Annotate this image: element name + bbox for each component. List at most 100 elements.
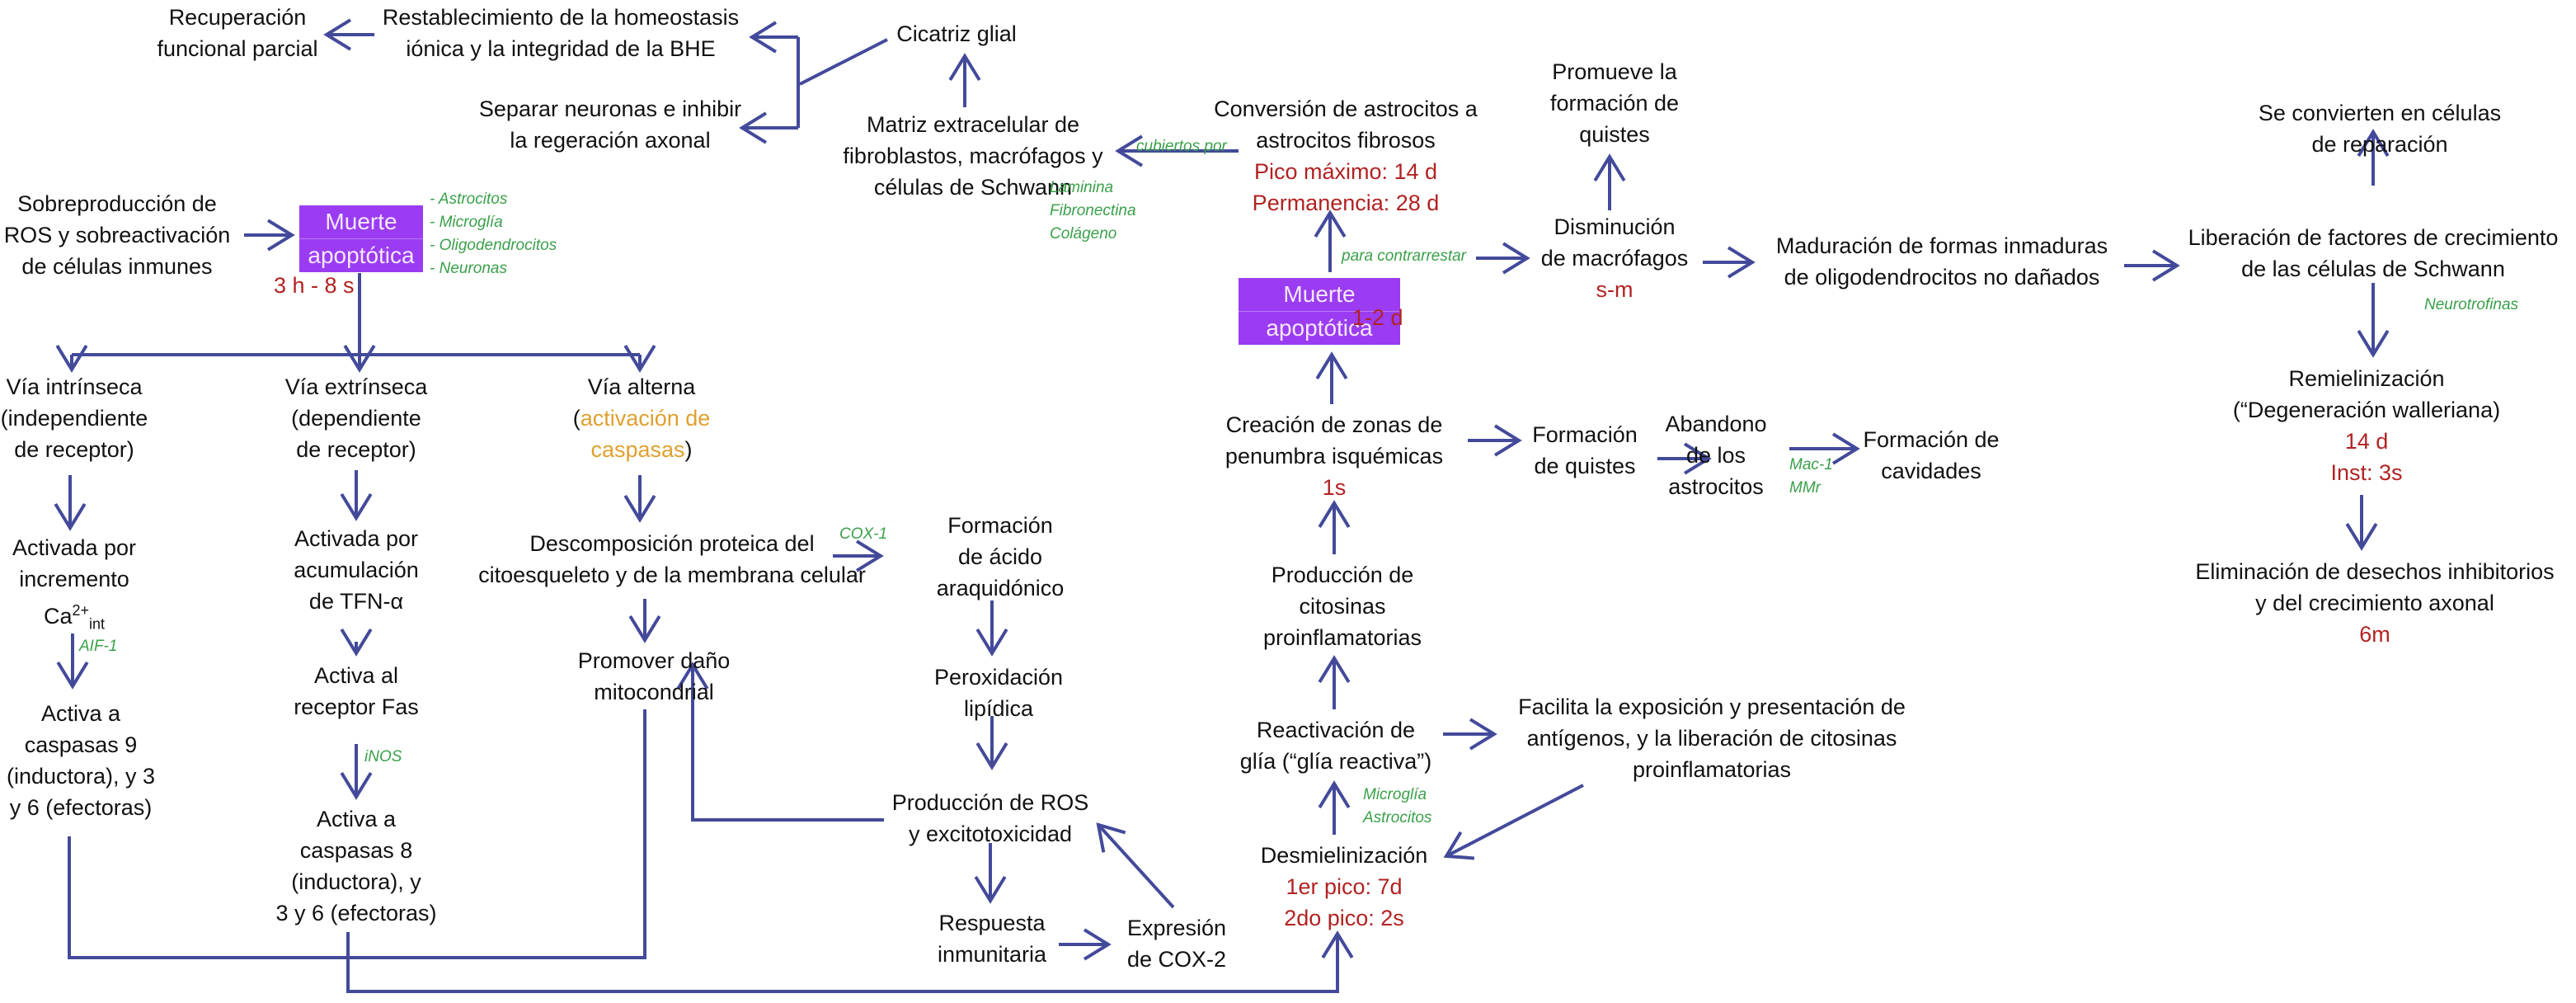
text-line: Fibronectina <box>1050 202 1136 219</box>
text-line: de ácido <box>957 544 1043 569</box>
text-line: y 6 (efectoras) <box>9 795 153 820</box>
text-line: astrocitos fibrosos <box>1256 128 1436 153</box>
text-line: formación de <box>1549 91 1680 115</box>
node-separar-neuronas: Separar neuronas e inhibir la regeración… <box>479 93 741 156</box>
time-label: 2do pico: 2s <box>1284 906 1404 930</box>
text-line: ROS y sobreactivación <box>3 223 231 247</box>
text-line: de las células de Schwann <box>2241 257 2505 281</box>
node-facilita-exposicion: Facilita la exposición y presentación de… <box>1518 691 1906 785</box>
text-line: Reactivación de <box>1256 718 1416 742</box>
node-restablecimiento-homeostasis: Restablecimiento de la homeostasis iónic… <box>383 2 739 64</box>
node-eliminacion-desechos: Eliminación de desechos inhibitorios y d… <box>2195 556 2554 650</box>
neurotrofinas-label: Neurotrofinas <box>2424 296 2519 313</box>
node-maduracion-oligodendrocitos: Maduración de formas inmaduras de oligod… <box>1776 230 2108 293</box>
muerte-2-time: 1-2 d <box>1352 305 1403 330</box>
para-contrarrestar-label: para contrarrestar <box>1342 247 1467 265</box>
cubiertos-por-label: cubiertos por <box>1136 138 1227 155</box>
muerte-1-cell-list: - Astrocitos - Microglía - Oligodendroci… <box>430 188 557 280</box>
arrow-ros-to-promover-dano-head <box>676 662 709 690</box>
text-line: de los <box>1685 443 1746 468</box>
node-via-alterna: Vía alterna (activación de caspasas) <box>573 371 711 465</box>
text-line: Promueve la <box>1552 59 1677 84</box>
aif-1-label: AIF-1 <box>79 638 118 655</box>
time-label: 14 d <box>2344 429 2389 454</box>
time-label: Permanencia: 28 d <box>1252 191 1440 215</box>
time-label: Pico máximo: 14 d <box>1253 159 1438 184</box>
node-liberacion-factores: Liberación de factores de crecimiento de… <box>2188 222 2559 285</box>
text-line: acumulación <box>294 558 419 582</box>
text-line: de receptor) <box>14 437 134 462</box>
highlight-text: caspasas <box>590 437 685 462</box>
paren: ( <box>572 406 581 431</box>
text-line: Desmielinización <box>1260 843 1428 868</box>
text-line: Cicatriz glial <box>896 21 1017 46</box>
arrow-to-eliminacion-head <box>2345 522 2378 551</box>
list-item: - Microglía <box>430 214 503 231</box>
text-line: Recuperación <box>168 5 307 30</box>
text-line: (inductora), y 3 <box>6 764 156 789</box>
text-line: de reparación <box>2311 132 2448 157</box>
node-conversion-astrocitos: Conversión de astrocitos a astrocitos fi… <box>1214 93 1478 219</box>
arrow-reactivacion-to-citosinas-head <box>1318 655 1351 684</box>
arrow-conversion-to-matriz-head <box>1115 134 1144 167</box>
arrow-to-recuperacion-head <box>323 18 352 51</box>
node-creacion-penumbra: Creación de zonas de penumbra isquémicas… <box>1225 409 1443 503</box>
arrow-facilita-to-desmielinizacion <box>1445 784 1584 858</box>
text-line: Restablecimiento de la homeostasis <box>382 5 740 30</box>
arrow-to-liberacion-head <box>2151 249 2180 282</box>
arrow-to-peroxidacion-head <box>975 628 1008 657</box>
list-item: - Oligodendrocitos <box>430 237 557 254</box>
node-sobreproduccion-ros: Sobreproducción de ROS y sobreactivación… <box>4 188 231 282</box>
arrow-to-expresion-cox2-head <box>1083 928 1112 961</box>
text-line: araquidónico <box>936 576 1065 600</box>
muerte-apoptotica-box-2: Muerte apoptótica <box>1239 278 1400 345</box>
list-item: - Astrocitos <box>430 191 508 208</box>
text-line: de macrófagos <box>1540 246 1689 271</box>
arrow-cox2-to-ros <box>1097 823 1175 909</box>
text-line: y excitotoxicidad <box>908 822 1073 846</box>
arrow-to-muerte-1-head <box>266 219 295 252</box>
ca-superscript: 2+ <box>72 602 90 619</box>
arrow-to-abandono-head <box>1683 442 1712 475</box>
text-line: Vía intrínseca <box>6 374 143 399</box>
node-matriz-extracelular: Matriz extracelular de fibroblastos, mac… <box>843 109 1102 203</box>
text-line: astrocitos <box>1668 474 1764 499</box>
text-line: citoesqueleto y de la membrana celular <box>478 563 866 587</box>
text-line: Descomposición proteica del <box>529 531 815 556</box>
node-cicatriz-glial: Cicatriz glial <box>896 18 1017 49</box>
text-line: Activa a <box>316 807 397 831</box>
text-line: Liberación de factores de crecimiento <box>2188 225 2559 250</box>
text-line: Microglía <box>1363 786 1427 803</box>
text-line: (inductora), y <box>291 869 421 894</box>
arrow-facilita-to-desmielinizacion-head <box>1443 831 1475 860</box>
text-line: receptor Fas <box>294 695 419 719</box>
arrow-to-via-extrinseca-head <box>343 344 376 373</box>
arrow-to-se-convierten-head <box>2357 129 2390 158</box>
text-line: Activa al <box>313 663 399 688</box>
text-line: quistes <box>1579 122 1650 147</box>
text-line: células de Schwann <box>873 175 1073 200</box>
text-line: Formación de <box>1863 427 2000 452</box>
node-promover-dano-mitocondrial: Promover daño mitocondrial <box>578 645 731 708</box>
arrow-to-formacion-acido-head <box>855 539 884 572</box>
text-line: Maduración de formas inmaduras <box>1775 233 2108 258</box>
text-line: Activada por <box>12 535 137 560</box>
glia-cells-label: Microglía Astrocitos <box>1363 784 1431 830</box>
text-line: (activación de <box>573 403 711 434</box>
text-line: Expresión <box>1126 916 1227 940</box>
text-line: Promover daño <box>577 648 731 673</box>
arrow-citosinas-to-creacion-head <box>1318 500 1351 529</box>
text-line: caspasas 8 <box>299 838 413 863</box>
arrow-to-activa-9-head <box>56 661 89 690</box>
time-label: 1er pico: 7d <box>1286 874 1403 899</box>
text-line: Muerte <box>299 205 423 239</box>
text-line: Formación <box>1532 422 1638 447</box>
node-peroxidacion-lipidica: Peroxidación lipídica <box>934 662 1063 724</box>
arrow-to-cavidades-head <box>1831 432 1860 465</box>
text-line: de células inmunes <box>21 254 213 279</box>
node-produccion-citosinas: Producción de citosinas proinflamatorias <box>1263 559 1422 653</box>
text-line: de receptor) <box>296 437 416 462</box>
text-line: MMr <box>1789 479 1821 497</box>
text-line: proinflamatorias <box>1632 757 1792 782</box>
text-line: Se convierten en células <box>2258 101 2502 125</box>
